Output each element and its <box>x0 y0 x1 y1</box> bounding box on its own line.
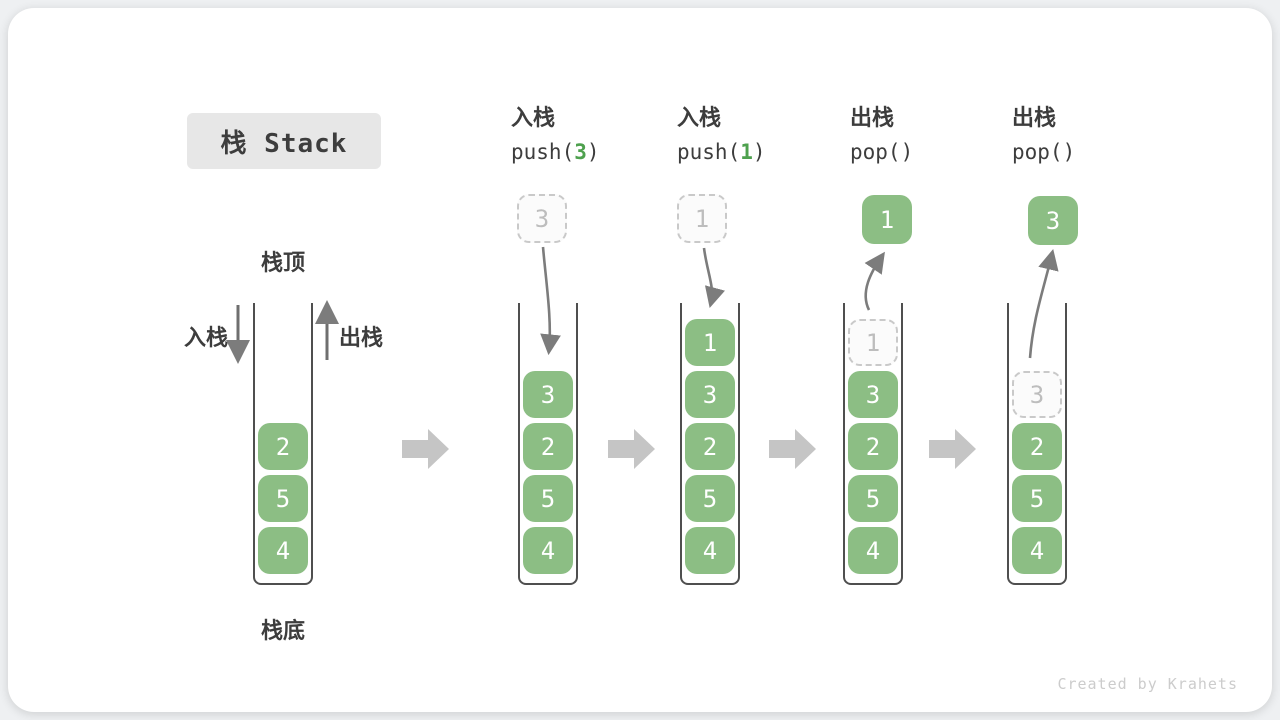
stack-cell: 5 <box>685 475 735 522</box>
stack-bottom-label: 栈底 <box>260 618 305 643</box>
op-code: push(3) <box>511 140 600 164</box>
stack-cell: 2 <box>848 423 898 470</box>
stack-cell: 4 <box>848 527 898 574</box>
stack-cell: 4 <box>523 527 573 574</box>
stack-cell: 3 <box>848 371 898 418</box>
stack-cell: 2 <box>523 423 573 470</box>
op-label: 入栈 <box>511 105 556 130</box>
popped-cell-3: 3 <box>1028 196 1078 245</box>
op-code: push(1) <box>677 140 766 164</box>
stack-cell: 5 <box>848 475 898 522</box>
column-header-push-1: 入栈 push(1) <box>677 103 766 167</box>
stack-cell: 5 <box>1012 475 1062 522</box>
op-label: 出栈 <box>850 105 895 130</box>
column-header-pop-2: 出栈 pop() <box>1012 103 1075 167</box>
stack-cell: 4 <box>685 527 735 574</box>
pop-direction-label: 出栈 <box>339 325 384 350</box>
op-label: 出栈 <box>1012 105 1057 130</box>
push-arg: 1 <box>740 140 753 164</box>
push-arg: 3 <box>574 140 587 164</box>
stack-cell: 1 <box>685 319 735 366</box>
stack-cell: 4 <box>258 527 308 574</box>
watermark: Created by Krahets <box>1057 675 1238 693</box>
stack-cell: 4 <box>1012 527 1062 574</box>
stack-cell: 5 <box>258 475 308 522</box>
stack-cell: 2 <box>685 423 735 470</box>
stack-cell: 2 <box>258 423 308 470</box>
stack-cell: 5 <box>523 475 573 522</box>
page-title: 栈 Stack <box>220 128 348 159</box>
op-code: pop() <box>1012 140 1076 164</box>
stack-cell-ghost: 3 <box>1012 371 1062 418</box>
incoming-cell-push-3: 3 <box>517 194 567 243</box>
stack-top-label: 栈顶 <box>260 250 305 275</box>
stack-cell-ghost: 1 <box>848 319 898 366</box>
op-code: pop() <box>850 140 914 164</box>
popped-cell-1: 1 <box>862 195 912 244</box>
op-label: 入栈 <box>677 105 722 130</box>
stack-cell: 3 <box>523 371 573 418</box>
push-direction-label: 入栈 <box>183 325 228 350</box>
title-badge: 栈 Stack <box>187 113 381 169</box>
incoming-cell-push-1: 1 <box>677 194 727 243</box>
stack-cell: 2 <box>1012 423 1062 470</box>
column-header-pop-1: 出栈 pop() <box>850 103 913 167</box>
column-header-push-3: 入栈 push(3) <box>511 103 600 167</box>
stack-cell: 3 <box>685 371 735 418</box>
